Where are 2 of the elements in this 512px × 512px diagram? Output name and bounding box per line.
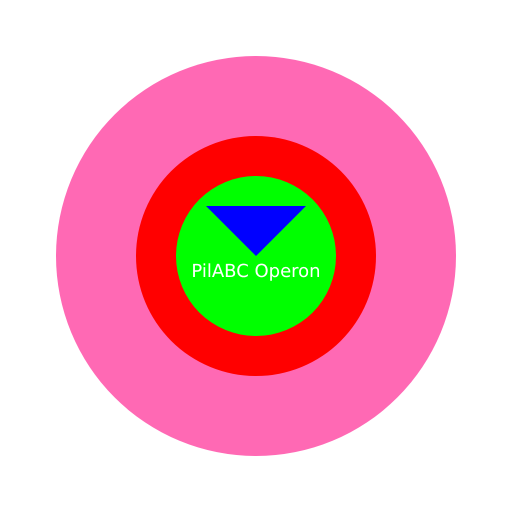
node-label: PilABC Operon xyxy=(191,261,321,282)
triangle-marker xyxy=(206,206,306,256)
